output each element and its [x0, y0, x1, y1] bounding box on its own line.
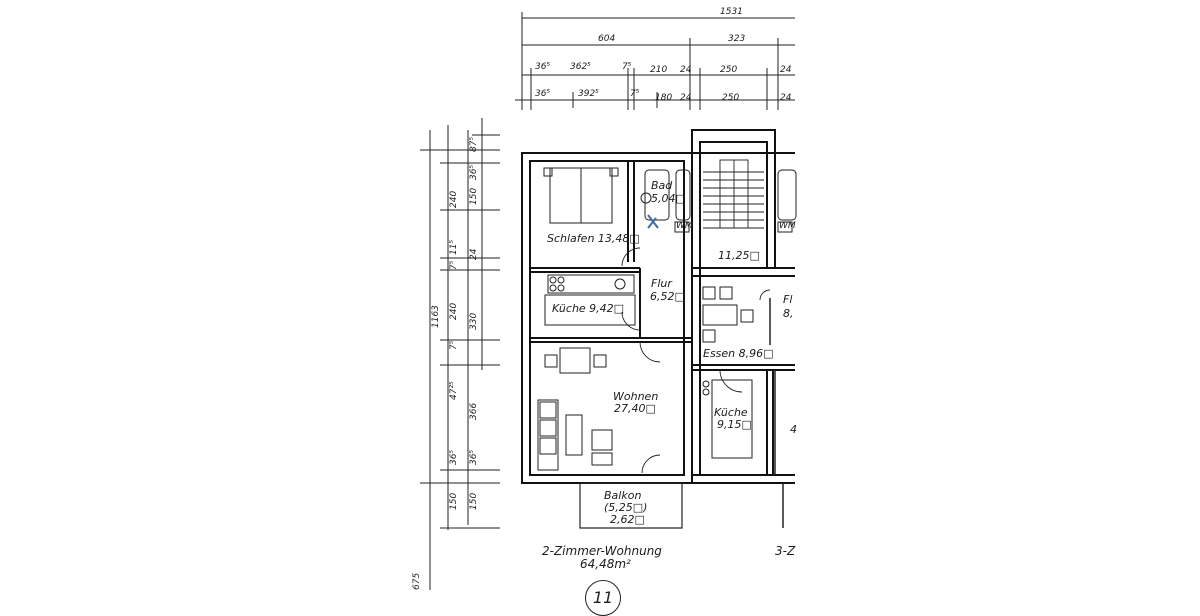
room-flur-2: Fl — [783, 293, 793, 306]
dim-total-width: 1531 — [720, 7, 743, 17]
dim-left-g: 7⁵ — [449, 260, 459, 270]
dim-row3-e: 24 — [680, 65, 692, 75]
room-treppe-area: 11,25□ — [718, 249, 760, 262]
room-kueche-2-area: 9,15□ — [717, 418, 752, 431]
adjacent-unit-partial — [769, 298, 784, 528]
door-swings — [621, 247, 771, 474]
staircase — [703, 159, 764, 229]
room-balkon-area-1: (5,25□) — [604, 501, 648, 514]
dim-left-f: 24 — [469, 248, 479, 260]
unit-right-partial: 3-Z — [775, 544, 796, 558]
dim-left-h: 240 — [449, 302, 459, 320]
room-schlafen: Schlafen 13,48□ — [547, 232, 640, 245]
dim-row4-g: 24 — [780, 93, 792, 103]
dim-left-bottom: 675 — [412, 572, 422, 590]
dim-row3-f: 250 — [720, 65, 738, 75]
top-dimension-lines — [515, 12, 795, 110]
room-flur-area: 6,52□ — [650, 290, 685, 303]
dim-row4-f: 250 — [722, 93, 740, 103]
dim-row4-a: 36⁵ — [535, 89, 551, 99]
dim-left-m: 36⁵ — [449, 449, 459, 465]
dim-left-p: 150 — [469, 492, 479, 510]
walls — [521, 129, 795, 484]
dim-row3-a: 36⁵ — [535, 62, 551, 72]
room-bad: Bad — [651, 179, 673, 192]
room-kueche-1: Küche 9,42□ — [552, 302, 625, 315]
furniture — [537, 167, 797, 471]
dim-left-i: 330 — [469, 312, 479, 330]
dim-width-604: 604 — [598, 34, 616, 44]
label-wm-1: WM — [676, 221, 693, 231]
room-kueche-2: Küche — [714, 406, 748, 419]
dim-row3-b: 362⁵ — [570, 62, 591, 72]
dim-width-323: 323 — [728, 34, 746, 44]
balcony-outline — [579, 482, 683, 529]
dim-left-c: 240 — [449, 190, 459, 208]
room-essen: Essen 8,96□ — [703, 347, 774, 360]
dim-left-n: 36⁵ — [469, 449, 479, 465]
dim-row4-c: 7⁵ — [630, 89, 640, 99]
dim-left-d: 150 — [469, 187, 479, 205]
dim-row4-e: 24 — [680, 93, 692, 103]
dim-left-total: 1163 — [431, 305, 441, 328]
dim-left-e: 11⁵ — [449, 239, 459, 255]
dim-row3-g: 24 — [780, 65, 792, 75]
dim-row3-d: 210 — [650, 65, 668, 75]
unit-area: 64,48m² — [580, 557, 631, 571]
dim-left-a: 87⁵ — [469, 136, 479, 152]
dim-left-l: 366 — [469, 402, 479, 420]
dim-left-k: 47²⁵ — [449, 381, 459, 400]
room-right-partial: 4 — [790, 423, 797, 436]
room-wohnen-area: 27,40□ — [614, 402, 656, 415]
dim-left-j: 7⁵ — [449, 340, 459, 350]
dim-row3-c: 7⁵ — [622, 62, 632, 72]
left-dimension-lines — [420, 118, 500, 590]
room-flur-2-area: 8, — [783, 307, 794, 320]
dim-row4-b: 392⁵ — [578, 89, 599, 99]
bathtub — [644, 169, 670, 221]
floor-plan-drawing — [420, 12, 797, 590]
label-wm-2: WM — [779, 221, 796, 231]
unit-name: 2-Zimmer-Wohnung — [542, 544, 662, 558]
room-balkon: Balkon — [604, 489, 642, 502]
sheet-number: 11 — [585, 580, 621, 616]
room-bad-area: 5,04□ — [651, 192, 686, 205]
room-flur: Flur — [651, 277, 672, 290]
room-balkon-area-2: 2,62□ — [610, 513, 645, 526]
dim-row4-d: 180 — [655, 93, 673, 103]
room-wohnen: Wohnen — [613, 390, 659, 403]
dim-left-b: 36⁵ — [469, 164, 479, 180]
dim-left-o: 150 — [449, 492, 459, 510]
